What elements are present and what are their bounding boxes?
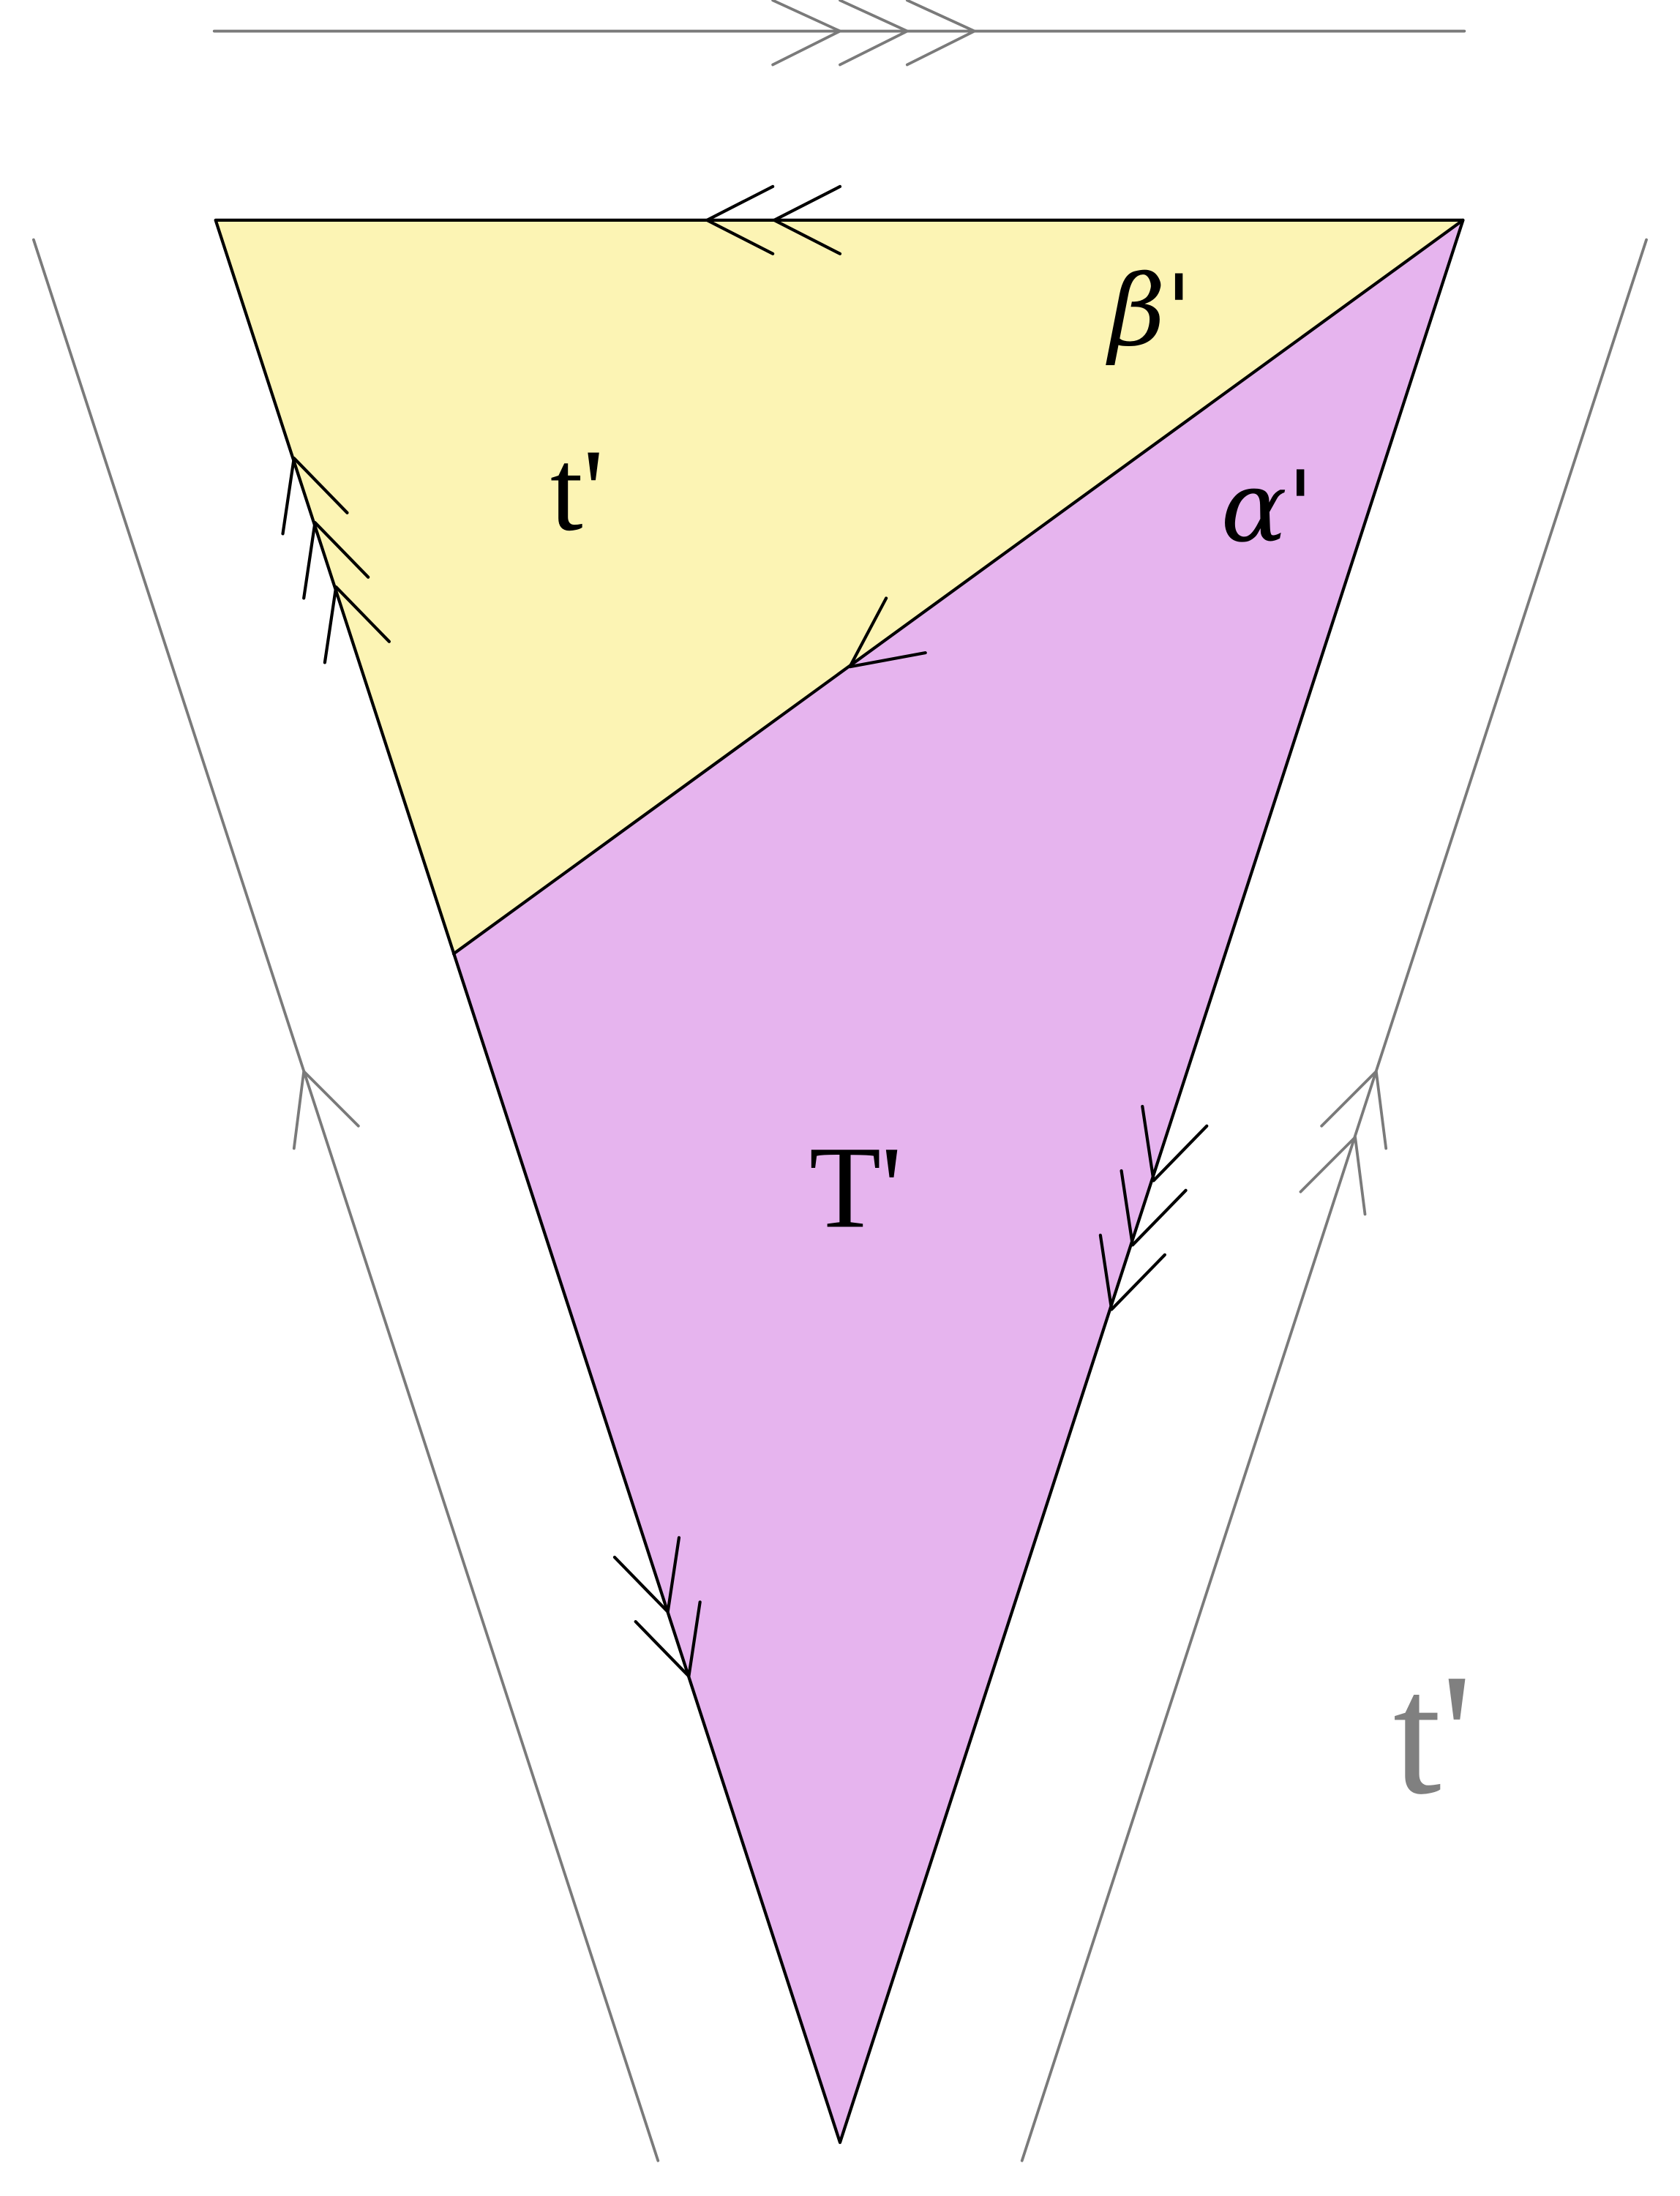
top-guide-arrows — [771, 0, 976, 67]
right-edge-arrows — [1098, 1104, 1209, 1311]
yellow-region — [215, 220, 1463, 954]
outer-triangle-edge — [214, 218, 1465, 2144]
diagonal-edge — [451, 218, 1465, 956]
diagonal-edge-arrow — [848, 596, 927, 669]
guide-lines — [32, 0, 1648, 2162]
large-region-label: T' — [809, 1123, 902, 1253]
left-upper-edge-arrows — [281, 457, 391, 664]
outer-gray-label: t' — [1393, 1639, 1473, 1831]
top-edge-arrows — [705, 184, 842, 255]
violet-region — [453, 220, 1463, 2143]
beta-angle-label: β' — [1105, 254, 1192, 368]
right-guide-arrows — [1299, 1070, 1388, 1216]
small-triangle-label: t' — [550, 425, 604, 555]
edges — [214, 184, 1465, 2144]
left-guide-line — [32, 238, 660, 2162]
right-guide-line — [1020, 238, 1648, 2162]
left-guide-arrow — [292, 1070, 360, 1150]
alpha-angle-label: α' — [1220, 450, 1313, 564]
left-lower-edge-arrows — [612, 1536, 702, 1678]
